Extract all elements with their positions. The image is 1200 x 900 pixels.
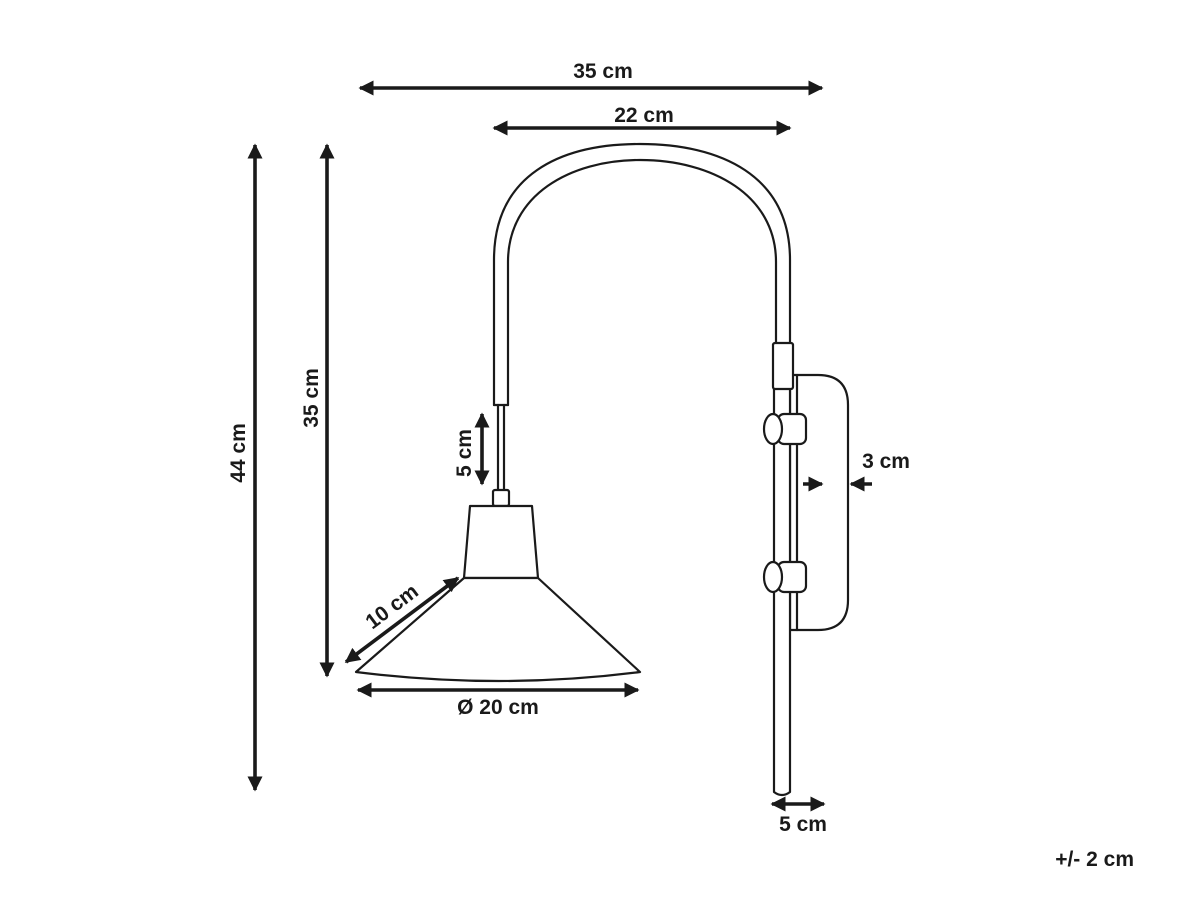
dimension-labels: 35 cm 22 cm 44 cm 35 cm 5 cm 10 cm Ø 20 … (227, 60, 910, 836)
cord-length-label: 5 cm (453, 429, 476, 477)
joint-sleeve (771, 341, 795, 391)
dim-shade-slant-line (344, 576, 460, 664)
shade-neck (462, 504, 540, 580)
lower-knob (762, 560, 808, 594)
arm-width-label: 22 cm (614, 104, 674, 127)
tolerance-note: +/- 2 cm (1055, 848, 1134, 871)
total-height-label: 44 cm (227, 423, 250, 483)
shade-diameter-label: Ø 20 cm (457, 696, 539, 719)
socket-cap (491, 488, 511, 508)
overall-width-label: 35 cm (573, 60, 633, 83)
dimension-lines (247, 80, 872, 812)
arched-arm-outer (492, 142, 792, 407)
plate-depth-label: 3 cm (862, 450, 910, 473)
rod-width-label: 5 cm (779, 813, 827, 836)
lamp-height-label: 35 cm (300, 368, 323, 428)
lamp-drawing (354, 142, 850, 797)
arched-arm-inner (506, 158, 778, 407)
upper-knob (762, 412, 808, 446)
